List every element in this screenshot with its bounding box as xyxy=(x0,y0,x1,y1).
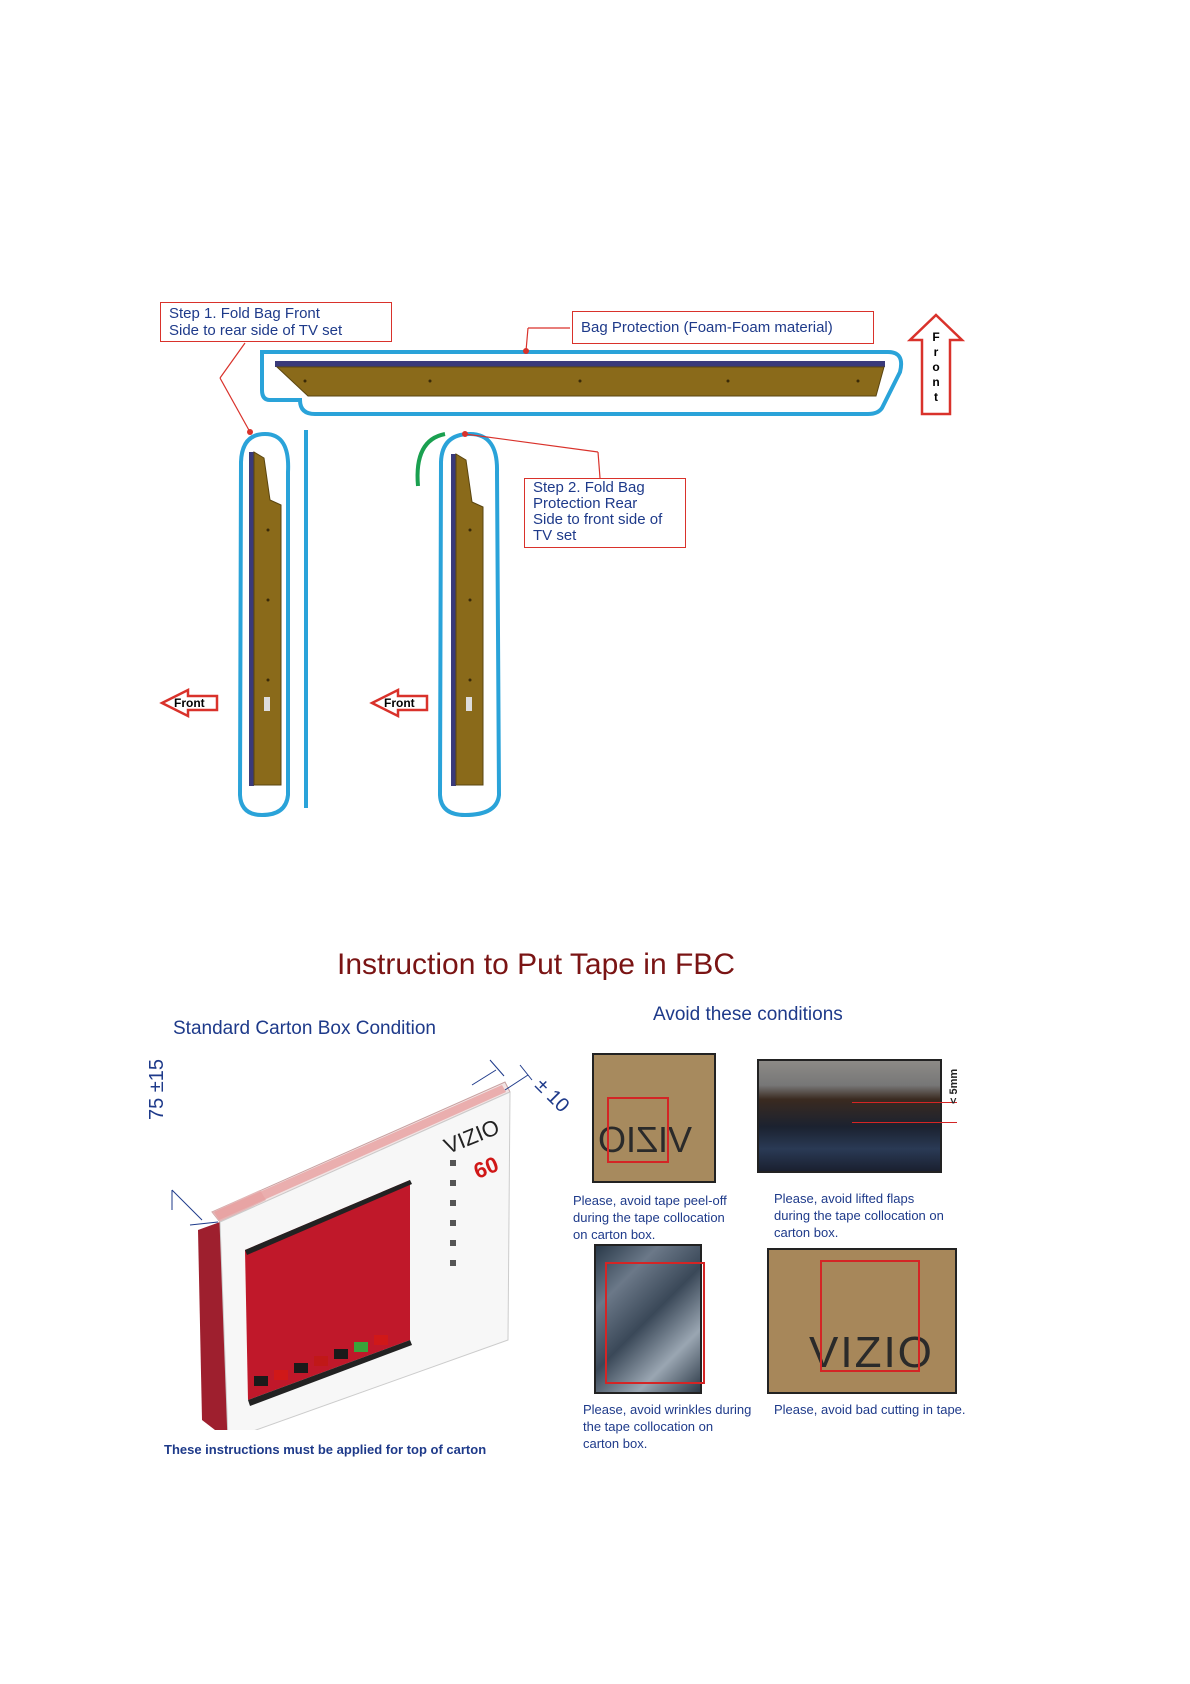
tv-panel-left xyxy=(253,451,282,786)
caption-bad-cutting: Please, avoid bad cutting in tape. xyxy=(774,1401,994,1418)
front-up-label: F r o n t xyxy=(928,330,944,405)
gap-label: < 5mm xyxy=(948,1068,960,1104)
front-arrow-left-1 xyxy=(159,687,219,719)
front-arrow-left-2 xyxy=(369,687,429,719)
caption-line: during the tape collocation xyxy=(573,1210,725,1225)
caption-wrinkles: Please, avoid wrinkles during the tape c… xyxy=(583,1401,783,1452)
highlight-bad-cutting xyxy=(820,1260,920,1372)
front-letter: n xyxy=(932,375,940,389)
caption-line: carton box. xyxy=(774,1225,839,1240)
step2-line: Protection Rear xyxy=(533,495,638,512)
front-left-label-1: Front xyxy=(174,696,205,710)
front-letter: o xyxy=(932,360,940,374)
step1-line: Step 1. Fold Bag Front xyxy=(169,305,320,322)
tape-strip xyxy=(214,1085,506,1220)
avoid-heading: Avoid these conditions xyxy=(653,1004,843,1025)
tv-panel-top xyxy=(275,361,885,367)
highlight-lifted-flaps xyxy=(852,1102,957,1103)
caption-line: on carton box. xyxy=(573,1227,656,1242)
caption-line: Please, avoid lifted flaps xyxy=(774,1191,915,1206)
front-letter: r xyxy=(933,345,939,359)
front-arrow-up xyxy=(906,313,966,416)
step2-line: Side to front side of xyxy=(533,511,663,528)
dim-height-label: 75 ±15 xyxy=(146,1058,168,1120)
fold-diagram xyxy=(159,313,966,818)
bag-outline-left xyxy=(237,431,291,818)
bag-outline-top xyxy=(260,350,904,416)
tv-panel-right xyxy=(455,453,484,786)
caption-line: Please, avoid tape peel-off xyxy=(573,1193,727,1208)
caption-line: Please, avoid bad cutting in tape. xyxy=(774,1402,966,1417)
caption-peel-off: Please, avoid tape peel-off during the t… xyxy=(573,1192,753,1243)
step1-callout: Step 1. Fold Bag Front Side to rear side… xyxy=(160,302,392,342)
photo-bad-cutting: VIZIO xyxy=(767,1248,957,1394)
carton-box-illustration xyxy=(171,1059,533,1430)
bag-protection-callout: Bag Protection (Foam-Foam material) xyxy=(572,311,874,344)
tape-section-title: Instruction to Put Tape in FBC xyxy=(337,948,735,981)
fold-green-arc xyxy=(415,432,446,487)
front-letter: F xyxy=(932,330,940,344)
step1-line: Side to rear side of TV set xyxy=(169,322,343,339)
photo-4-brand: VIZIO xyxy=(809,1328,934,1377)
step2-callout: Step 2. Fold Bag Protection Rear Side to… xyxy=(524,478,686,548)
caption-line: carton box. xyxy=(583,1436,648,1451)
front-letter: t xyxy=(934,390,938,404)
highlight-wrinkles xyxy=(605,1262,705,1384)
caption-line: during the tape collocation on xyxy=(774,1208,944,1223)
front-left-label-2: Front xyxy=(384,696,415,710)
photo-wrinkles xyxy=(594,1244,702,1394)
top-of-carton-note: These instructions must be applied for t… xyxy=(164,1442,487,1457)
step2-line: TV set xyxy=(533,527,577,544)
highlight-peel-off xyxy=(607,1097,669,1163)
caption-line: the tape collocation on xyxy=(583,1419,714,1434)
caption-lifted-flaps: Please, avoid lifted flaps during the ta… xyxy=(774,1190,974,1241)
highlight-lifted-flaps-2 xyxy=(852,1122,957,1123)
caption-line: Please, avoid wrinkles during xyxy=(583,1402,752,1417)
step2-line: Step 2. Fold Bag xyxy=(533,479,645,496)
standard-heading: Standard Carton Box Condition xyxy=(173,1018,436,1039)
carton-side-face xyxy=(198,1222,228,1430)
photo-lifted-flaps xyxy=(757,1059,942,1173)
bag-protection-label: Bag Protection (Foam-Foam material) xyxy=(581,319,833,336)
